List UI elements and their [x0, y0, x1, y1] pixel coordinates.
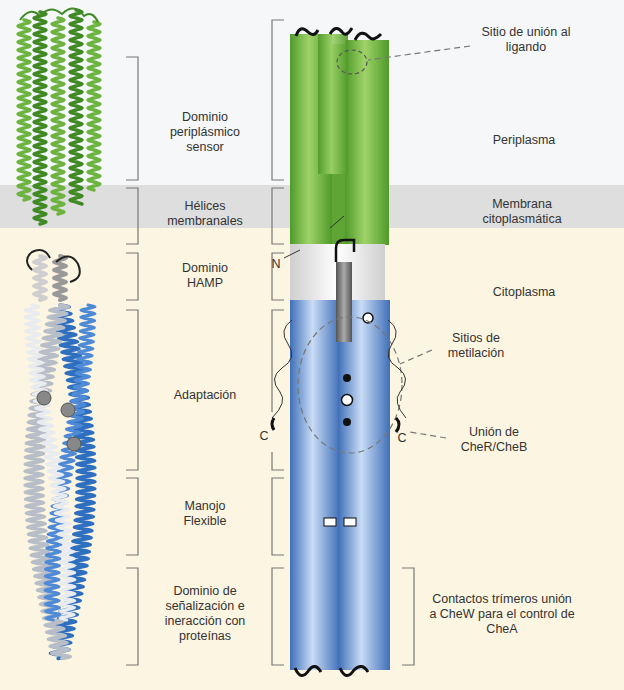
helix-coil [54, 256, 66, 300]
callout-label: Unión de CheR/CheB [453, 425, 535, 455]
helix-coil [88, 22, 100, 190]
callout-label: Contactos trímeros unión a CheW para el … [427, 592, 577, 637]
domain-label: Dominio periplásmico sensor [159, 110, 251, 155]
domain-label: Dominio HAMP [165, 261, 245, 291]
domain-label: Hélices membranales [159, 199, 251, 229]
methyl-sphere [61, 403, 75, 417]
domain-label: Dominio de señalización e ineracción con… [149, 584, 261, 644]
brackets-left [126, 57, 138, 665]
callout-label: Sitio de unión al ligando [476, 25, 576, 55]
helix-coil [25, 305, 75, 620]
loop [20, 8, 98, 22]
terminus-label: N [269, 257, 283, 272]
callout-label: Sitios de metilación [436, 331, 516, 361]
methyl-sphere [37, 391, 51, 405]
helix-coil [52, 18, 64, 214]
loop [27, 250, 80, 282]
domain-label: Manojo Flexible [165, 499, 245, 529]
leader-lines [368, 46, 470, 438]
receptor-schematic [272, 28, 406, 676]
terminus-label: C [395, 431, 409, 446]
helix-coil [18, 20, 30, 200]
helix-coil [34, 12, 46, 224]
region-label: Citoplasma [474, 285, 574, 300]
region-label: Membrana citoplasmática [466, 197, 578, 227]
methyl-sphere [67, 437, 81, 451]
terminus-label: C [257, 429, 271, 444]
ribbon-structure [18, 8, 100, 658]
region-label: Periplasma [474, 133, 574, 148]
cytoplasm-ground [0, 228, 624, 690]
helix-coil [70, 10, 82, 204]
domain-label: Adaptación [159, 388, 251, 403]
helix-coil [34, 256, 46, 300]
